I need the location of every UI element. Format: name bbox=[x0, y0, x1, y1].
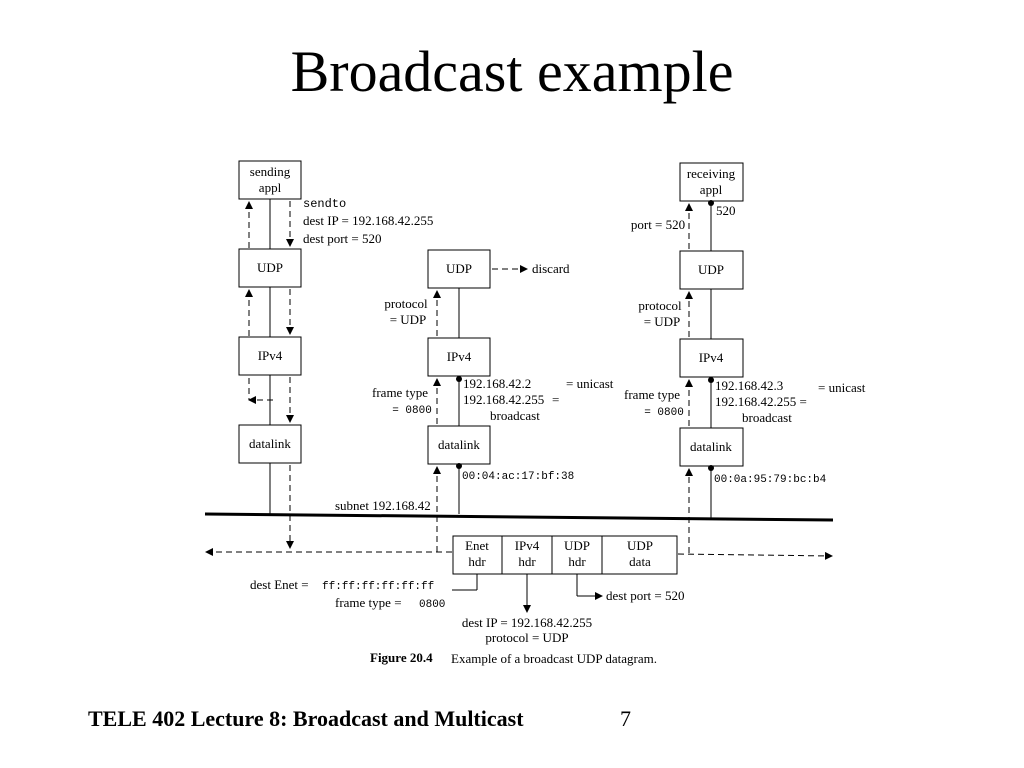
host2-ipv4-box bbox=[427, 337, 491, 377]
host2-mac: 00:04:ac:17:bf:38 bbox=[462, 471, 574, 483]
host2-datalink-label: datalink bbox=[438, 437, 480, 452]
sending-appl-label-1: sending bbox=[250, 164, 291, 179]
host2-stack: UDP discard IPv4 datalink protocol = UDP… bbox=[372, 249, 614, 552]
sender-udp-label: UDP bbox=[257, 260, 283, 275]
host2-frame-type-2: = 0800 bbox=[392, 405, 432, 417]
subnet-line bbox=[204, 512, 834, 522]
receiver-datalink-label: datalink bbox=[690, 439, 732, 454]
packet-ipv4-2: hdr bbox=[518, 554, 536, 569]
sendto-label: sendto bbox=[303, 197, 346, 211]
receiver-mac: 00:0a:95:79:bc:b4 bbox=[714, 474, 827, 486]
ip-protocol-label: protocol = UDP bbox=[485, 630, 568, 645]
sender-datalink-label: datalink bbox=[249, 436, 291, 451]
packet-data-1: UDP bbox=[627, 538, 653, 553]
page-number: 7 bbox=[620, 706, 631, 731]
sender-ipv4-box bbox=[238, 336, 302, 376]
figure-caption-text: Example of a broadcast UDP datagram. bbox=[451, 651, 657, 666]
slide-title: Broadcast example bbox=[290, 39, 734, 104]
frame-type-value: 0800 bbox=[419, 599, 445, 611]
packet-data-2: data bbox=[629, 554, 651, 569]
receiving-appl-label-2: appl bbox=[700, 182, 723, 197]
sending-appl-box bbox=[238, 160, 302, 200]
subnet-label: subnet 192.168.42 bbox=[335, 498, 431, 513]
receiver-ipv4-label: IPv4 bbox=[699, 350, 724, 365]
slide-footer: TELE 402 Lecture 8: Broadcast and Multic… bbox=[88, 706, 524, 731]
packet-ipv4-1: IPv4 bbox=[515, 538, 540, 553]
host2-addr-broadcast: 192.168.42.255 bbox=[463, 392, 544, 407]
packet-udp-2: hdr bbox=[568, 554, 586, 569]
dest-enet-value: ff:ff:ff:ff:ff:ff bbox=[322, 581, 434, 593]
host2-udp-label: UDP bbox=[446, 261, 472, 276]
receiver-port-label: port = 520 bbox=[631, 217, 685, 232]
receiver-broadcast-label: broadcast bbox=[742, 410, 792, 425]
receiver-addr-broadcast: 192.168.42.255 = bbox=[715, 394, 807, 409]
receiver-port-num: 520 bbox=[716, 203, 736, 218]
host2-broadcast-eq: = bbox=[552, 392, 559, 407]
dest-enet-label: dest Enet = bbox=[250, 577, 309, 592]
packet-enet-1: Enet bbox=[465, 538, 489, 553]
receiving-appl-box bbox=[679, 162, 744, 202]
receiver-datalink-box bbox=[679, 427, 744, 467]
receiver-stack: receiving appl UDP IPv4 datalink port = … bbox=[624, 162, 866, 553]
receiver-addr-unicast: 192.168.42.3 bbox=[715, 378, 783, 393]
sender-dest-ip: dest IP = 192.168.42.255 bbox=[303, 213, 433, 228]
receiver-unicast-label: = unicast bbox=[818, 380, 866, 395]
receiver-udp-label: UDP bbox=[698, 262, 724, 277]
host2-protocol-1: protocol bbox=[384, 296, 428, 311]
packet-udp-1: UDP bbox=[564, 538, 590, 553]
host2-frame-type-1: frame type bbox=[372, 385, 428, 400]
host2-datalink-box bbox=[427, 425, 491, 465]
ip-dest-label: dest IP = 192.168.42.255 bbox=[462, 615, 592, 630]
sending-appl-label-2: appl bbox=[259, 180, 282, 195]
packet-enet-2: hdr bbox=[468, 554, 486, 569]
host2-protocol-2: = UDP bbox=[390, 312, 427, 327]
host2-addr-unicast: 192.168.42.2 bbox=[463, 376, 531, 391]
sender-ipv4-label: IPv4 bbox=[258, 348, 283, 363]
receiving-appl-label-1: receiving bbox=[687, 166, 736, 181]
packet-diagram: Enet hdr IPv4 hdr UDP hdr UDP data bbox=[452, 535, 678, 613]
host2-unicast-label: = unicast bbox=[566, 376, 614, 391]
receiver-protocol-1: protocol bbox=[638, 298, 682, 313]
host2-ipv4-label: IPv4 bbox=[447, 349, 472, 364]
sender-dest-port: dest port = 520 bbox=[303, 231, 381, 246]
figure-caption-label: Figure 20.4 bbox=[370, 650, 433, 665]
receiver-protocol-2: = UDP bbox=[644, 314, 681, 329]
receiver-udp-box bbox=[679, 250, 744, 290]
frame-type-label: frame type = bbox=[335, 595, 402, 610]
udp-dest-port-label: dest port = 520 bbox=[606, 588, 684, 603]
receiver-frame-type-2: = 0800 bbox=[644, 407, 684, 419]
host2-udp-box bbox=[427, 249, 491, 289]
host2-broadcast-label: broadcast bbox=[490, 408, 540, 423]
receiver-frame-type-1: frame type bbox=[624, 387, 680, 402]
sender-stack: sending appl UDP IPv4 datalink sendto de… bbox=[238, 160, 433, 549]
packet-box bbox=[452, 535, 678, 575]
discard-label: discard bbox=[532, 261, 570, 276]
